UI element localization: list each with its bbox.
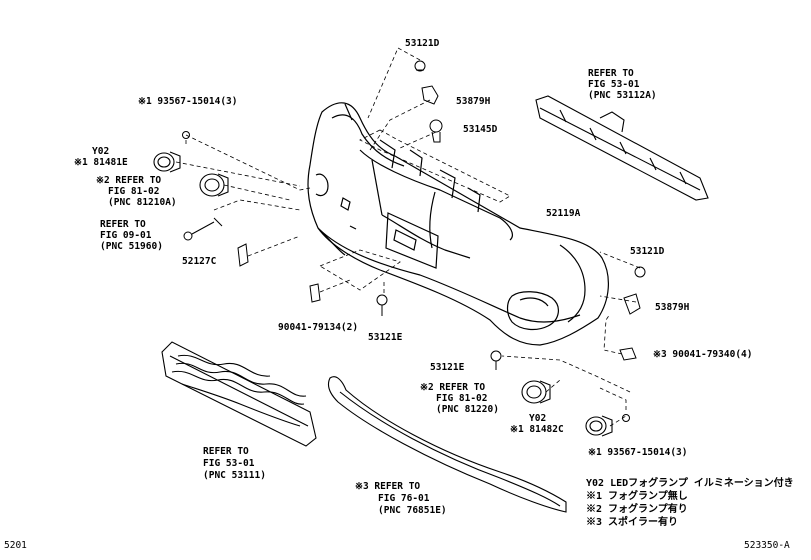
legend-line-4: ※3 スポイラー有り xyxy=(586,517,679,528)
label-53145D: 53145D xyxy=(463,124,498,135)
lower-grille xyxy=(161,341,317,447)
label-ref-09-01-2: FIG 09-01 xyxy=(100,230,152,241)
legend-line-1: Y02 LEDフォグランプ イルミネーション付き xyxy=(586,478,794,489)
label-90041-79134: 90041-79134(2) xyxy=(278,322,359,333)
label-ref-81-02-right-1: ※2 REFER TO xyxy=(420,382,486,393)
label-ref-53-01-top-1: REFER TO xyxy=(588,68,634,79)
fog-lamp-right-81220 xyxy=(521,380,551,404)
label-52119A: 52119A xyxy=(546,208,581,219)
bumper-cover xyxy=(307,102,609,346)
label-ref-53-01-bottom-1: REFER TO xyxy=(203,446,249,457)
label-ref-53-01-top-3: (PNC 53112A) xyxy=(588,90,657,101)
label-81481E: ※1 81481E xyxy=(74,157,128,168)
legend-line-2: ※1 フォグランプ無し xyxy=(586,491,688,502)
label-ref-81-02-right-2: FIG 81-02 xyxy=(436,393,488,404)
label-ref-81-02-left-3: (PNC 81210A) xyxy=(108,197,177,208)
label-93567-top: ※1 93567-15014(3) xyxy=(138,96,238,107)
label-90041-79340: ※3 90041-79340(4) xyxy=(653,349,753,360)
upper-retainer xyxy=(535,95,709,201)
label-ref-53-01-top-2: FIG 53-01 xyxy=(588,79,640,90)
label-81482C: ※1 81482C xyxy=(510,424,564,435)
label-53121D-top: 53121D xyxy=(405,38,440,49)
label-y02-right: Y02 xyxy=(529,413,547,424)
label-ref-76-01-2: FIG 76-01 xyxy=(378,493,430,504)
label-93567-bottom: ※1 93567-15014(3) xyxy=(588,447,688,458)
label-ref-09-01-3: (PNC 51960) xyxy=(100,241,163,252)
label-53121E-a: 53121E xyxy=(368,332,403,343)
page-number-left: 5201 xyxy=(4,540,27,551)
legend-line-3: ※2 フォグランプ有り xyxy=(586,504,688,515)
front-spoiler xyxy=(327,376,567,513)
fog-lamp-left-81481E xyxy=(153,151,181,173)
label-ref-76-01-1: ※3 REFER TO xyxy=(355,481,421,492)
fog-lamp-left-81210A xyxy=(199,173,229,197)
label-y02-left: Y02 xyxy=(92,146,110,157)
label-ref-81-02-left-1: ※2 REFER TO xyxy=(96,175,162,186)
label-ref-09-01-1: REFER TO xyxy=(100,219,146,230)
page-number-right: 523350-A xyxy=(744,540,790,551)
fasteners xyxy=(182,60,646,422)
label-ref-81-02-left-2: FIG 81-02 xyxy=(108,186,160,197)
label-53121D-right: 53121D xyxy=(630,246,665,257)
fog-lamp-right-81482C xyxy=(585,415,613,437)
label-53879H-top: 53879H xyxy=(456,96,491,107)
label-ref-76-01-3: (PNC 76851E) xyxy=(378,505,447,516)
label-53121E-b: 53121E xyxy=(430,362,465,373)
guide-lines xyxy=(175,47,641,427)
label-53879H-right: 53879H xyxy=(655,302,690,313)
label-ref-81-02-right-3: (PNC 81220) xyxy=(436,404,499,415)
label-ref-53-01-bottom-3: (PNC 53111) xyxy=(203,470,266,481)
label-52127C: 52127C xyxy=(182,256,217,267)
label-ref-53-01-bottom-2: FIG 53-01 xyxy=(203,458,255,469)
